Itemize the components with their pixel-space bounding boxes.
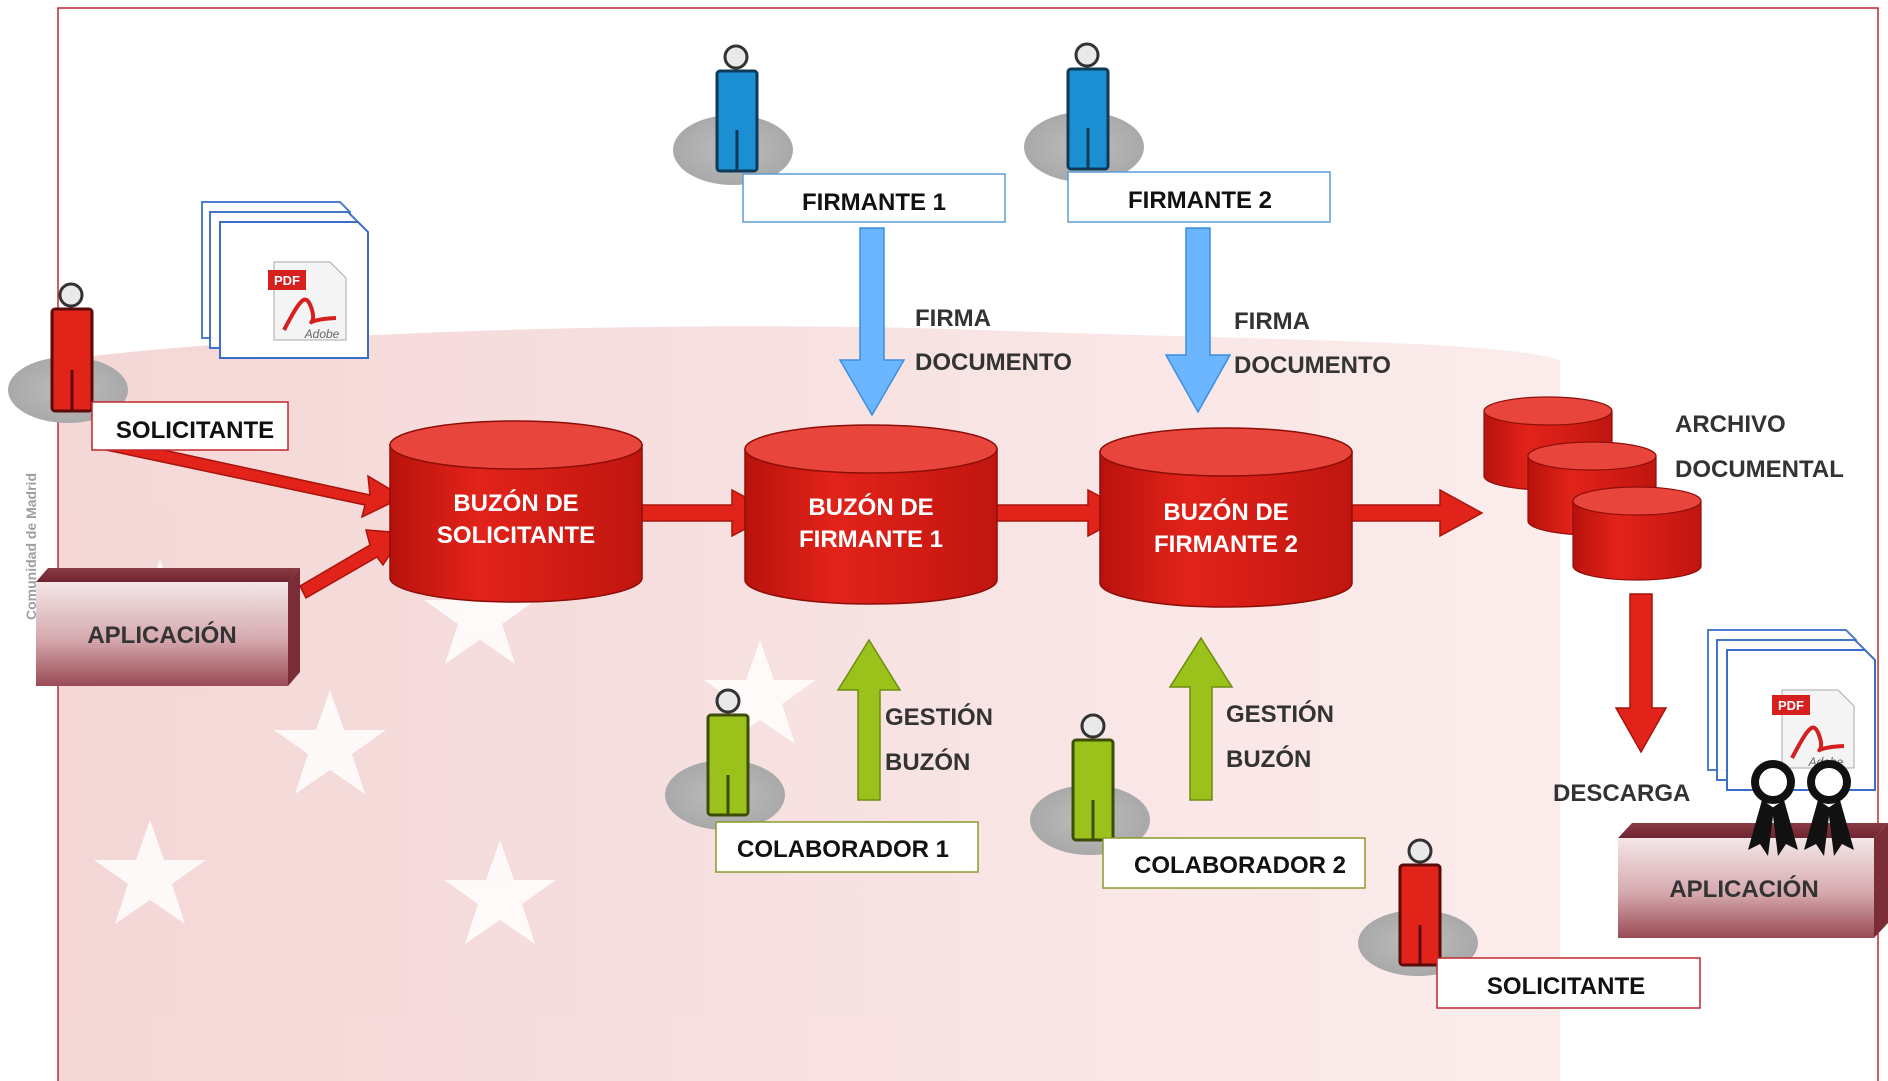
person-icon: [673, 44, 793, 185]
arrow-icon: [91, 434, 405, 519]
star-shape: [424, 560, 536, 664]
flow-arrows: [91, 434, 1668, 754]
actor-label-colaborador1: COLABORADOR 1: [715, 821, 979, 873]
archivo-line2: DOCUMENTAL: [1675, 456, 1844, 483]
actor-label-text: COLABORADOR 2: [1134, 852, 1346, 879]
pdf-badge-text: PDF: [274, 273, 300, 288]
arrow-icon: [836, 638, 902, 801]
pdf-document-icon: PDF Adobe: [1707, 629, 1876, 791]
pdf-badge: [268, 270, 306, 290]
gestion2-line1: GESTIÓN: [1226, 700, 1334, 728]
arrow-icon: [1614, 593, 1668, 754]
diagram-frame: [57, 7, 1879, 1081]
person-icon: [665, 688, 785, 830]
gestion2-line2: BUZÓN: [1226, 745, 1311, 773]
mailbox-label-line2: FIRMANTE 2: [1154, 531, 1298, 558]
actor-label-text: SOLICITANTE: [116, 417, 274, 444]
arrow-icon: [1349, 488, 1484, 538]
archivo-line1: ARCHIVO: [1675, 411, 1786, 438]
mailbox-label-line1: BUZÓN DE: [453, 489, 578, 517]
gestion1-line1: GESTIÓN: [885, 703, 993, 731]
mailbox-firmante1: BUZÓN DE FIRMANTE 1: [744, 424, 998, 605]
actor-label-text: FIRMANTE 2: [1128, 187, 1272, 214]
sign-arrows: [838, 227, 1232, 417]
app-label: APLICACIÓN: [1669, 875, 1818, 903]
arrow-icon: [1168, 636, 1234, 801]
actor-label-solicitante-left: SOLICITANTE: [91, 401, 289, 451]
actor-label-solicitante-right: SOLICITANTE: [1436, 957, 1701, 1009]
gestion1-line2: BUZÓN: [885, 748, 970, 776]
mailbox-label-line2: SOLICITANTE: [437, 522, 595, 549]
mailbox-solicitante: BUZÓN DE SOLICITANTE: [389, 420, 643, 603]
arrow-icon: [838, 227, 906, 417]
pdf-badge: [1772, 695, 1810, 715]
app-box-right: APLICACIÓN: [1618, 823, 1888, 938]
firma1-line1: FIRMA: [915, 305, 991, 332]
pdf-badge-text: PDF: [1778, 698, 1804, 713]
star-shape: [94, 820, 206, 924]
firma2-line1: FIRMA: [1234, 308, 1310, 335]
mailbox-firmante2: BUZÓN DE FIRMANTE 2: [1099, 427, 1353, 608]
star-shape: [444, 840, 556, 944]
firma2-line2: DOCUMENTO: [1234, 352, 1391, 379]
actor-label-text: SOLICITANTE: [1487, 973, 1645, 1000]
app-label: APLICACIÓN: [87, 621, 236, 649]
actor-label-colaborador2: COLABORADOR 2: [1102, 837, 1366, 889]
actor-label-text: FIRMANTE 1: [802, 189, 946, 216]
star-shape: [274, 690, 386, 794]
app-box-left: APLICACIÓN: [36, 568, 300, 686]
person-icon: [1024, 42, 1144, 182]
descarga-label: DESCARGA: [1553, 780, 1690, 807]
action-labels: FIRMA DOCUMENTO FIRMA DOCUMENTO GESTIÓN …: [885, 305, 1844, 807]
pdf-document-icon: PDF Adobe: [201, 201, 369, 359]
pdf-brand-text: Adobe: [304, 327, 340, 341]
star-shape: [704, 640, 816, 744]
archive-database-icon: [1483, 396, 1702, 581]
mailbox-label-line2: FIRMANTE 1: [799, 526, 943, 553]
certificate-seal-icon: [1748, 760, 1854, 856]
firma1-line2: DOCUMENTO: [915, 349, 1072, 376]
manage-arrows: [836, 636, 1234, 801]
actor-label-firmante1: FIRMANTE 1: [742, 173, 1006, 223]
mailbox-label-line1: BUZÓN DE: [1163, 498, 1288, 526]
arrow-icon: [1164, 227, 1232, 414]
actor-label-text: COLABORADOR 1: [737, 836, 949, 863]
side-text: Comunidad de Madrid: [23, 473, 39, 620]
mailbox-label-line1: BUZÓN DE: [808, 493, 933, 521]
actor-label-firmante2: FIRMANTE 2: [1067, 171, 1331, 223]
